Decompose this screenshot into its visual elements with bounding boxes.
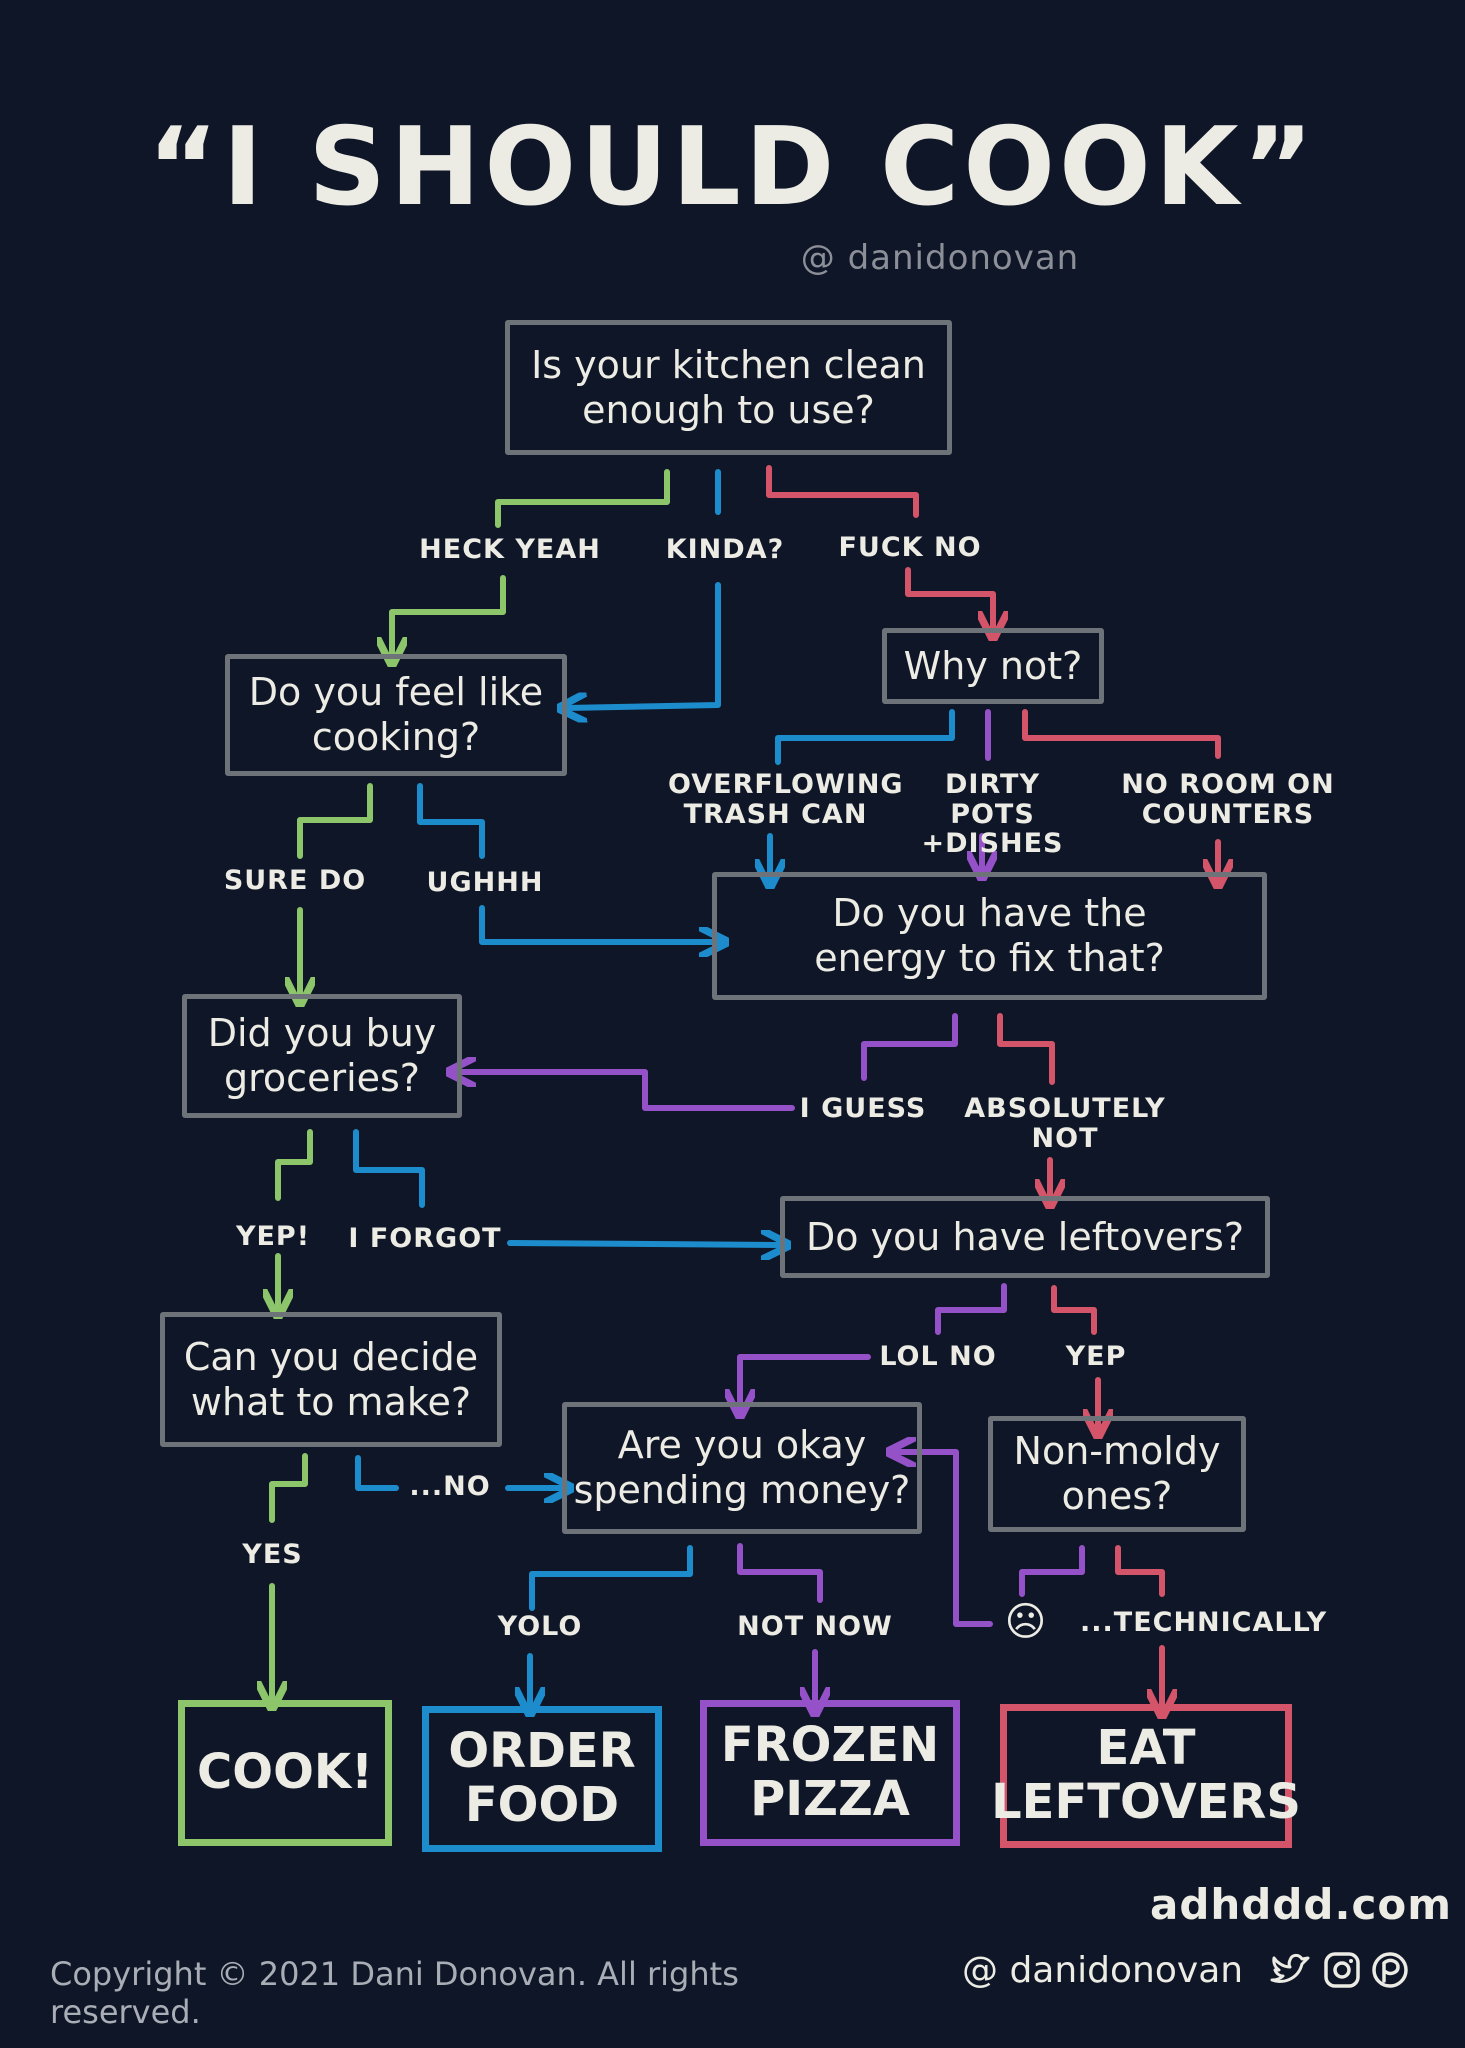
connector-i-forgot-in [353, 1129, 425, 1208]
arrow-i-forgot [507, 1243, 782, 1245]
question-why-not: Why not? [882, 628, 1104, 704]
connector-ughhh-in [417, 783, 485, 859]
answer-ughhh: UGHHH [426, 867, 544, 898]
connector-dots-no-in [355, 1455, 399, 1491]
patreon-icon[interactable] [1370, 1950, 1410, 1990]
question-kitchen-clean-text: Is your kitchen clean enough to use? [531, 342, 926, 432]
page-title: “I SHOULD COOK” [147, 105, 1318, 230]
social-icons [1268, 1950, 1410, 1990]
question-buy-groceries-text: Did you buy groceries? [207, 1011, 437, 1100]
answer-no-room: NO ROOM ON COUNTERS [1121, 769, 1335, 830]
answer-lol-no: LOL NO [879, 1341, 997, 1372]
answer-i-forgot: I FORGOT [348, 1223, 502, 1254]
twitter-icon[interactable] [1268, 1950, 1314, 1990]
copyright-text: Copyright © 2021 Dani Donovan. All right… [50, 1955, 739, 2031]
answer-yes: YES [242, 1539, 303, 1570]
instagram-icon[interactable] [1322, 1950, 1362, 1990]
answer-heck-yeah: HECK YEAH [419, 534, 601, 565]
connector-yolo-in [529, 1545, 693, 1611]
outcome-order-food: ORDER FOOD [422, 1706, 662, 1852]
answer-yep: YEP [1065, 1341, 1127, 1372]
author-handle: @ danidonovan [800, 238, 1080, 278]
connector-sad-in [1019, 1545, 1085, 1597]
arrow-sad [895, 1452, 993, 1627]
footer-handle: @ danidonovan [962, 1950, 1244, 1991]
answer-kinda: KINDA? [665, 534, 785, 565]
connector-trash-in [775, 709, 955, 765]
connector-counters-in [1022, 709, 1221, 759]
question-kitchen-clean: Is your kitchen clean enough to use? [505, 320, 952, 455]
question-non-moldy: Non-moldy ones? [988, 1416, 1246, 1532]
answer-i-guess: I GUESS [799, 1093, 927, 1124]
answer-fuck-no: FUCK NO [838, 532, 982, 563]
answer-dirty-pots: DIRTY POTS +DISHES [921, 769, 1064, 860]
arrow-ughhh [479, 905, 720, 942]
connector-absolutely-not-in [997, 1013, 1055, 1085]
answer-overflowing-trash: OVERFLOWING TRASH CAN [668, 769, 904, 830]
question-why-not-text: Why not? [903, 643, 1083, 688]
question-energy-fix-text: Do you have the energy to fix that? [814, 891, 1165, 980]
connector-heck-yeah-in [495, 469, 670, 528]
outcome-eat-leftovers: EAT LEFTOVERS [991, 1704, 1301, 1848]
connector-yep-in [1051, 1285, 1097, 1335]
answer-sure-do: SURE DO [223, 865, 367, 896]
answer-yolo: YOLO [497, 1611, 583, 1642]
connector-technically-in [1115, 1545, 1165, 1597]
outcome-cook: COOK! [178, 1700, 392, 1846]
arrow-i-guess [455, 1072, 795, 1111]
question-decide-make: Can you decide what to make? [160, 1312, 502, 1447]
question-have-leftovers-text: Do you have leftovers? [805, 1214, 1245, 1259]
answer-absolutely-not: ABSOLUTELY NOT [964, 1093, 1166, 1154]
connector-lol-no-in [935, 1283, 1007, 1335]
answer-dots-no: ...NO [409, 1471, 491, 1502]
connector-yes-in [269, 1453, 308, 1523]
sad-face-icon: ☹ [1004, 1599, 1048, 1645]
question-non-moldy-text: Non-moldy ones? [1013, 1429, 1221, 1518]
answer-technically: ...TECHNICALLY [1080, 1607, 1328, 1638]
arrow-heck-yeah [392, 575, 506, 658]
question-okay-spending: Are you okay spending money? [562, 1402, 922, 1534]
question-feel-like-cooking: Do you feel like cooking? [225, 654, 567, 776]
arrow-lol-no [740, 1354, 871, 1410]
connector-not-now-in [737, 1543, 823, 1603]
answer-yep-exclaim: YEP! [235, 1221, 311, 1252]
connector-yep-excl-in [275, 1129, 313, 1201]
connector-sure-do-in [297, 783, 373, 859]
arrow-fuck-no [905, 567, 993, 632]
outcome-frozen-pizza: FROZEN PIZZA [700, 1700, 960, 1846]
question-have-leftovers: Do you have leftovers? [780, 1196, 1270, 1278]
connector-i-guess-in [861, 1013, 958, 1081]
arrow-kinda [566, 582, 721, 708]
answer-not-now: NOT NOW [737, 1611, 893, 1642]
question-buy-groceries: Did you buy groceries? [182, 994, 462, 1118]
question-energy-fix: Do you have the energy to fix that? [712, 872, 1267, 1000]
question-okay-spending-text: Are you okay spending money? [573, 1423, 911, 1512]
connector-fuck-no-in [766, 465, 919, 518]
website-link[interactable]: adhddd.com [1150, 1880, 1452, 1929]
question-feel-like-cooking-text: Do you feel like cooking? [248, 670, 544, 759]
question-decide-make-text: Can you decide what to make? [183, 1334, 479, 1424]
